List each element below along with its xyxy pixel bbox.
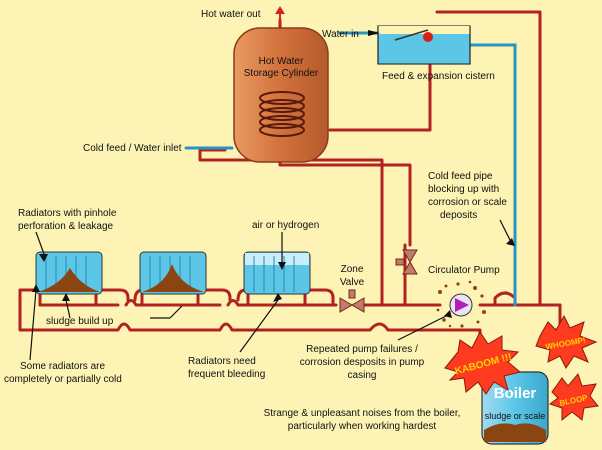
vertical-valve-icon — [395, 249, 418, 275]
kaboom-burst: KABOOM !!! — [444, 331, 522, 395]
bloop-burst: BLOOP — [548, 372, 599, 422]
cold-feed-pipe-line-1: Cold feed pipe — [428, 171, 493, 182]
zone-valve-line-2: Valve — [340, 277, 365, 288]
cold-feed-inlet-label: Cold feed / Water inlet — [83, 143, 182, 154]
radiator-3 — [243, 251, 311, 295]
hot-water-out-arrow-icon — [275, 6, 285, 22]
water-in-label: Water in — [322, 29, 359, 40]
hot-water-out-label: Hot water out — [201, 9, 261, 20]
cylinder-subtitle: Storage Cylinder — [244, 68, 319, 79]
feed-expansion-cistern — [377, 25, 471, 65]
circulator-pump-label: Circulator Pump — [428, 265, 500, 276]
pump-failures-line-3: casing — [348, 370, 377, 381]
sludge-1 — [38, 268, 100, 292]
air-hydrogen-label: air or hydrogen — [252, 220, 319, 231]
cistern-label: Feed & expansion cistern — [382, 71, 495, 82]
radiators-pinhole-line-2: perforation & leakage — [18, 221, 114, 232]
noises-line-2: particularly when working hardest — [288, 421, 437, 432]
cold-feed-pipe-line-2: blocking up with — [428, 184, 499, 195]
noises-line-1: Strange & unpleasant noises from the boi… — [264, 408, 461, 419]
whoomp-burst: WHOOMP! — [535, 314, 598, 369]
radiator-1 — [35, 251, 103, 295]
radiators-pinhole-line-1: Radiators with pinhole — [18, 208, 117, 219]
boiler-label: Boiler — [494, 385, 537, 402]
cold-radiators-line-1: Some radiators are — [20, 361, 105, 372]
zone-valve-icon — [339, 289, 365, 313]
zone-valve-line-1: Zone — [341, 264, 364, 275]
boiler: Boiler sludge or scale — [481, 371, 549, 445]
bleeding-line-2: frequent bleeding — [188, 369, 265, 380]
pointer-arrowheads — [32, 30, 515, 318]
red-pipework — [18, 10, 562, 382]
pointer-lines — [29, 219, 513, 361]
pump-failures-line-1: Repeated pump failures / — [306, 344, 418, 355]
cold-feed-pipe-line-4: deposits — [440, 210, 477, 221]
circulator-pump-icon — [436, 280, 486, 328]
hot-water-cylinder: Hot Water Storage Cylinder — [233, 27, 329, 163]
pump-failures-line-2: corrosion desposits in pump — [300, 357, 425, 368]
cylinder-title: Hot Water — [259, 56, 304, 67]
sludge-2 — [142, 264, 204, 292]
boiler-sub-label: sludge or scale — [485, 411, 546, 421]
cold-feed-pipe-line-3: corrosion or scale — [428, 197, 507, 208]
radiator-2 — [139, 251, 207, 295]
bleeding-line-1: Radiators need — [188, 356, 256, 367]
sludge-label: sludge build up — [46, 316, 114, 327]
ball-float-icon — [423, 32, 433, 42]
cold-radiators-line-2: completely or partially cold — [4, 374, 122, 385]
